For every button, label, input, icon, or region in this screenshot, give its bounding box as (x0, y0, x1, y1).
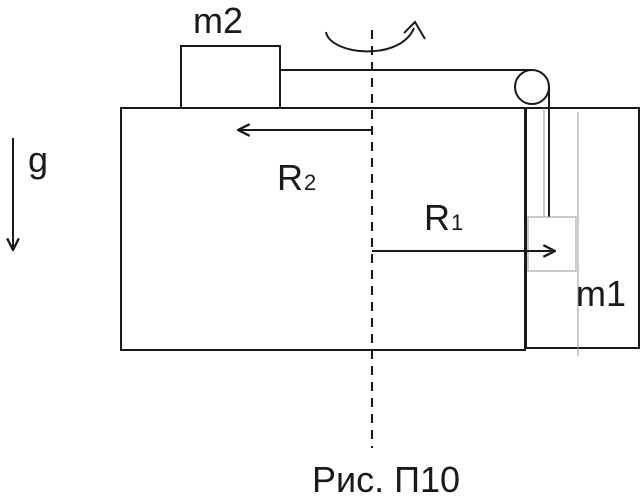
table-body (120, 107, 526, 351)
label-r2-sub: 2 (304, 170, 316, 195)
label-r1: R1 (424, 197, 463, 238)
figure-caption: Рис. П10 (312, 459, 460, 497)
label-r1-sub: 1 (451, 210, 463, 235)
label-m2: m2 (193, 0, 243, 41)
rotation-arrow (325, 27, 415, 53)
rotation-arrow-head (403, 20, 426, 40)
label-m1: m1 (576, 273, 626, 314)
label-r2: R2 (277, 157, 316, 198)
label-r1-main: R (424, 197, 450, 238)
block-m2 (180, 45, 281, 109)
label-g: g (28, 139, 48, 180)
pulley (514, 69, 550, 105)
block-m1 (527, 216, 577, 272)
label-r2-main: R (277, 157, 303, 198)
side-frame (525, 107, 640, 349)
